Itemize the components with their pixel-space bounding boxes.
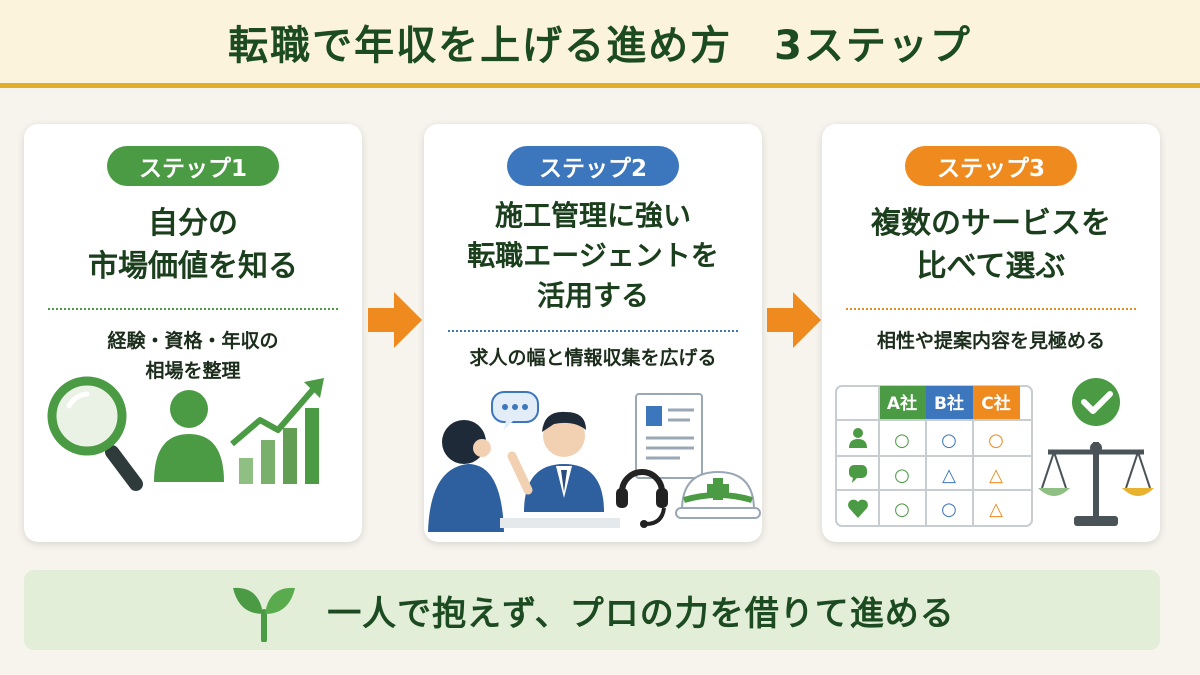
check-circle-icon bbox=[1072, 378, 1120, 426]
company-header-c bbox=[973, 386, 1020, 420]
chat-bubble-icon bbox=[849, 465, 867, 483]
company-label-c: C社 bbox=[981, 393, 1010, 414]
step-divider-3 bbox=[846, 308, 1136, 310]
client-icon bbox=[428, 420, 504, 532]
page-title: 転職で年収を上げる進め方 3ステップ bbox=[228, 22, 972, 69]
market-value-illustration bbox=[47, 376, 324, 491]
step-desc-line: 相性や提案内容を見極める bbox=[876, 330, 1105, 352]
step-desc-1: 経験・資格・年収の 相場を整理 bbox=[24, 326, 362, 386]
footer-message: 一人で抱えず、プロの力を借りて進める bbox=[327, 593, 955, 634]
step-title-3: 複数のサービスを 比べて選ぶ bbox=[822, 202, 1160, 288]
company-header-b bbox=[926, 386, 973, 420]
step-desc-line: 経験・資格・年収の bbox=[107, 330, 279, 352]
mark: ○ bbox=[941, 499, 957, 520]
step-title-2: 施工管理に強い 転職エージェントを 活用する bbox=[424, 196, 762, 316]
step-title-line: 活用する bbox=[536, 279, 649, 312]
company-header-a bbox=[879, 386, 926, 420]
step-badge-3: ステップ3 bbox=[905, 146, 1077, 186]
desk bbox=[500, 518, 620, 528]
footer-banner: 一人で抱えず、プロの力を借りて進める bbox=[24, 570, 1160, 650]
person-icon bbox=[849, 428, 867, 448]
step-title-line: 自分の bbox=[148, 206, 238, 241]
mark: ○ bbox=[894, 430, 910, 451]
step-divider-1 bbox=[48, 308, 338, 310]
step-desc-3: 相性や提案内容を見極める bbox=[822, 326, 1160, 356]
magnifier-icon bbox=[47, 376, 143, 491]
step-title-line: 複数のサービスを bbox=[871, 206, 1111, 241]
growth-chart-icon bbox=[230, 378, 324, 484]
step-desc-line: 相場を整理 bbox=[145, 360, 241, 382]
step-badge-1: ステップ1 bbox=[107, 146, 279, 186]
agent-consultation-illustration bbox=[428, 391, 761, 532]
step-badge-2: ステップ2 bbox=[507, 146, 679, 186]
mark: △ bbox=[989, 465, 1003, 486]
headset-icon bbox=[616, 469, 668, 528]
resume-document-icon bbox=[635, 393, 703, 479]
step-title-line: 施工管理に強い bbox=[494, 199, 691, 232]
step-title-line: 比べて選ぶ bbox=[916, 249, 1066, 284]
mark: △ bbox=[989, 499, 1003, 520]
mark: ○ bbox=[894, 499, 910, 520]
step-desc-2: 求人の幅と情報収集を広げる bbox=[424, 343, 762, 373]
step-card-1: ステップ1 自分の 市場価値を知る 経験・資格・年収の 相場を整理 bbox=[24, 124, 362, 542]
arrow-right-icon bbox=[767, 292, 821, 348]
comparison-illustration: A社 B社 C社 ○ ○ ○ ○ bbox=[835, 378, 1154, 527]
comparison-table: A社 B社 C社 ○ ○ ○ ○ bbox=[835, 385, 1033, 527]
step-card-3: ステップ3 複数のサービスを 比べて選ぶ 相性や提案内容を見極める A社 B社 … bbox=[822, 124, 1160, 542]
sprout-icon bbox=[233, 587, 296, 642]
hard-hat-icon bbox=[675, 470, 761, 519]
company-label-b: B社 bbox=[934, 393, 964, 414]
mark: △ bbox=[942, 465, 956, 486]
step-card-2: ステップ2 施工管理に強い 転職エージェントを 活用する 求人の幅と情報収集を広… bbox=[424, 124, 762, 542]
mark: ○ bbox=[941, 430, 957, 451]
heart-icon bbox=[848, 499, 868, 518]
company-label-a: A社 bbox=[887, 393, 917, 414]
consultant-icon bbox=[507, 411, 604, 512]
step-title-1: 自分の 市場価値を知る bbox=[24, 202, 362, 288]
step-title-line: 転職エージェントを bbox=[467, 239, 719, 272]
step-title-line: 市場価値を知る bbox=[88, 249, 298, 284]
chat-bubble-icon bbox=[491, 391, 539, 430]
person-icon bbox=[154, 390, 224, 482]
arrow-right-icon bbox=[368, 292, 422, 348]
step-desc-line: 求人の幅と情報収集を広げる bbox=[469, 347, 717, 369]
scale-icon bbox=[1038, 442, 1154, 526]
header-banner: 転職で年収を上げる進め方 3ステップ bbox=[0, 0, 1200, 88]
mark: ○ bbox=[988, 430, 1004, 451]
step-divider-2 bbox=[448, 330, 738, 332]
mark: ○ bbox=[894, 465, 910, 486]
